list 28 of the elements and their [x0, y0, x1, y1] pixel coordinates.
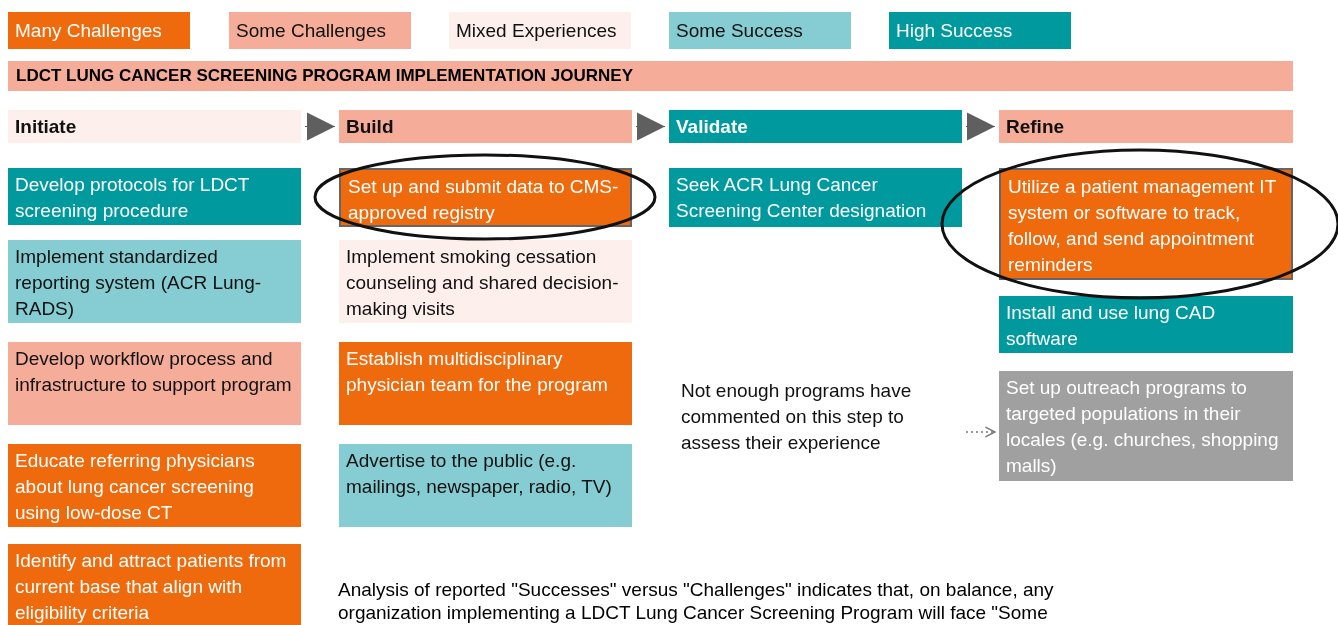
step-card: Identify and attract patients from current base that align with eligibility criteria — [8, 544, 301, 625]
step-card: Implement smoking cessation counseling and shared decision-making visits — [339, 240, 632, 323]
step-card: Install and use lung CAD software — [999, 296, 1293, 353]
step-card: Establish multidisciplinary physician team for the program — [339, 342, 632, 425]
legend-label: High Success — [896, 19, 1013, 42]
phase-header: Validate — [669, 110, 962, 143]
title-banner: LDCT LUNG CANCER SCREENING PROGRAM IMPLEMENTATION JOURNEY — [8, 61, 1293, 91]
step-card: Educate referring physicians about lung cancer screening using low-dose CT — [8, 444, 301, 527]
step-card: Seek ACR Lung Cancer Screening Center designation — [669, 168, 962, 227]
step-card: Set up outreach programs to targeted populations in their locales (e.g. churches, shopping malls) — [999, 371, 1293, 481]
step-card: Develop protocols for LDCT screening procedure — [8, 168, 301, 225]
phase-header: Build — [339, 110, 632, 143]
chevron-arrow — [635, 112, 666, 141]
step-card: Implement standardized reporting system (ACR Lung-RADS) — [8, 240, 301, 323]
legend-label: Some Challenges — [236, 19, 386, 42]
step-card: Advertise to the public (e.g. mailings, newspaper, radio, TV) — [339, 444, 632, 527]
legend-label: Mixed Experiences — [456, 19, 617, 42]
dotted-arrow — [965, 426, 996, 438]
legend-label: Some Success — [676, 19, 803, 42]
chevron-arrow — [965, 112, 996, 141]
analysis-paragraph: Analysis of reported "Successes" versus "Challenges" indicates that, on balance, any organization implementing a LDCT Lung Cancer Screening Program will face "Some — [338, 578, 1055, 624]
step-card: Set up and submit data to CMS-approved registry — [339, 168, 632, 227]
phase-header: Initiate — [8, 110, 301, 143]
step-card: Develop workflow process and infrastructure to support program — [8, 342, 301, 425]
phase-header: Refine — [999, 110, 1293, 143]
step-card: Utilize a patient management IT system or software to track, follow, and send appointment reminders — [999, 168, 1293, 280]
chevron-arrow — [304, 112, 336, 141]
legend-label: Many Challenges — [15, 19, 162, 42]
